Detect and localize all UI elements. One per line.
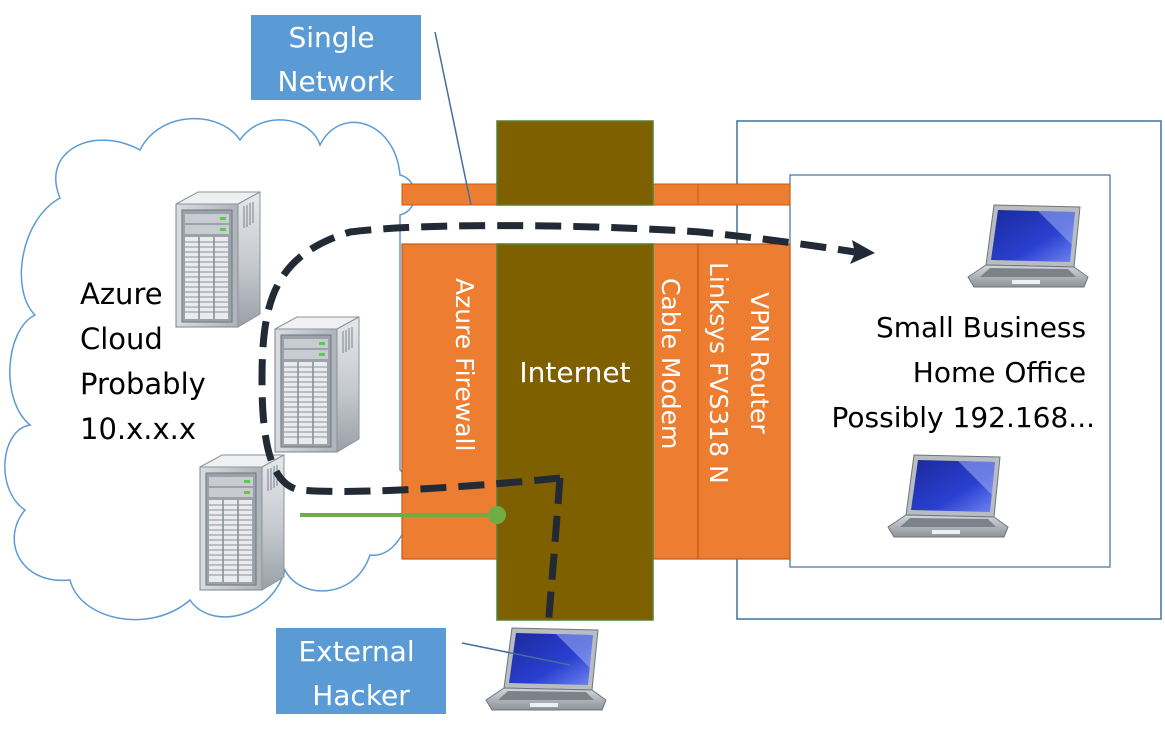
- external-hacker-text: External Hacker: [298, 635, 423, 712]
- cloud-label-line: Probably: [80, 367, 206, 401]
- single-network-callout: [251, 15, 421, 100]
- internet-block-top: [496, 120, 654, 206]
- internet-block: [496, 243, 654, 621]
- azure-cloud-outline: [4, 118, 416, 621]
- office-label-line: Home Office: [913, 356, 1086, 389]
- callout-line: Hacker: [312, 679, 410, 712]
- server-icon: [175, 191, 261, 328]
- cloud-label-line: Azure: [80, 277, 163, 311]
- vpn-router-block: [697, 243, 791, 560]
- cable-modem-label: Cable Modem: [656, 278, 685, 449]
- azure-firewall-block: [401, 243, 503, 560]
- server-icon: [274, 316, 360, 453]
- callout-line: Single: [289, 21, 375, 54]
- dashed-traffic-path: [258, 222, 856, 495]
- single-network-pointer: [434, 31, 472, 206]
- office-label: Small Business Home Office Possibly 192.…: [832, 311, 1095, 434]
- cloud-label: Azure Cloud Probably 10.x.x.x: [80, 277, 215, 446]
- server-icon: [199, 454, 285, 591]
- hacker-path: [544, 477, 564, 629]
- linksys-label: Linksys FVS318 N: [704, 262, 733, 484]
- azure-firewall-label: Azure Firewall: [450, 278, 479, 451]
- single-network-text: Single Network: [278, 21, 396, 98]
- cloud-label-line: Cloud: [80, 322, 163, 356]
- internet-label: Internet: [519, 356, 630, 389]
- arrowhead-icon: [850, 240, 875, 264]
- vpn-router-label: VPN Router: [745, 292, 774, 434]
- cloud-label-line: 10.x.x.x: [80, 412, 196, 446]
- callout-line: Network: [278, 65, 396, 98]
- office-label-line: Possibly 192.168...: [832, 401, 1095, 434]
- hacker-laptop-icon: [485, 627, 607, 711]
- callout-line: External: [298, 635, 414, 668]
- office-label-line: Small Business: [876, 311, 1086, 344]
- link-endpoint-dot: [488, 506, 506, 524]
- external-hacker-pointer: [461, 642, 571, 666]
- external-hacker-callout: [276, 628, 446, 714]
